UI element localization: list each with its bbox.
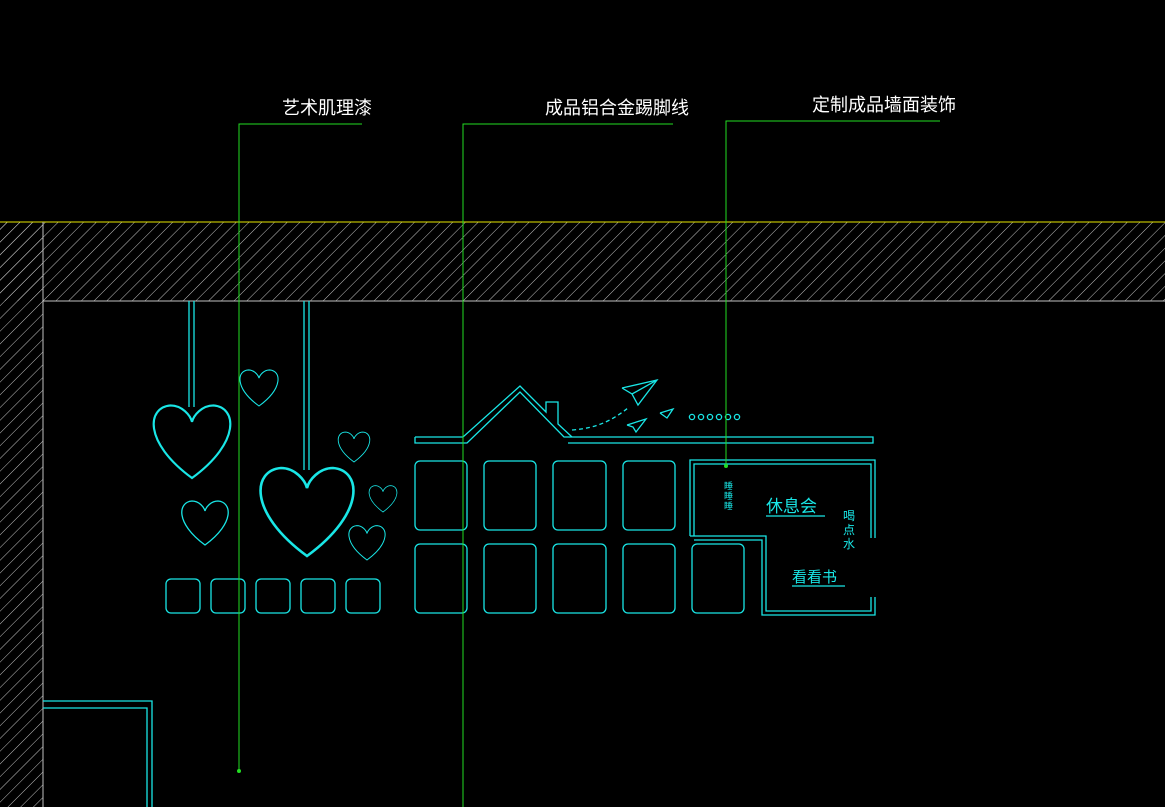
wall-texts: 休息会 喝 点 水 看看书 睡 睡 睡 [724,480,855,587]
wall-text-rest: 休息会 [766,497,817,517]
heart-shape [348,525,386,561]
heart-hanging-strings [188,301,310,470]
wall-text-small-2: 睡 [724,490,733,502]
wall-text-small-1: 睡 [724,480,733,492]
house-roof-outline [414,385,874,444]
cabinet-outline [43,700,153,807]
wall-text-drink-1: 喝 [843,509,855,523]
window-grid [414,460,745,614]
ceiling-slab-hatch [0,221,1165,807]
paper-plane-icons [621,378,675,434]
annotation-texture-paint: 艺术肌理漆 [282,98,372,119]
wall-text-read: 看看书 [792,568,837,586]
text-panel-frame [689,459,876,616]
heart-shape [368,485,398,513]
wall-text-small-3: 睡 [724,500,733,512]
hearts-decoration [152,369,398,561]
heart-shape [152,404,232,480]
heart-shape [337,431,371,463]
heart-shape [259,466,355,558]
dot-row [688,413,741,421]
annotation-custom-wall-decor: 定制成品墙面装饰 [812,95,956,116]
small-frame-row [165,578,381,614]
heart-shape [181,500,229,546]
annotation-aluminum-skirting: 成品铝合金踢脚线 [545,98,689,119]
heart-shape [239,369,279,407]
leader-lines [237,120,940,807]
wall-text-drink-2: 点 [843,523,855,537]
wall-text-drink-3: 水 [843,537,855,551]
